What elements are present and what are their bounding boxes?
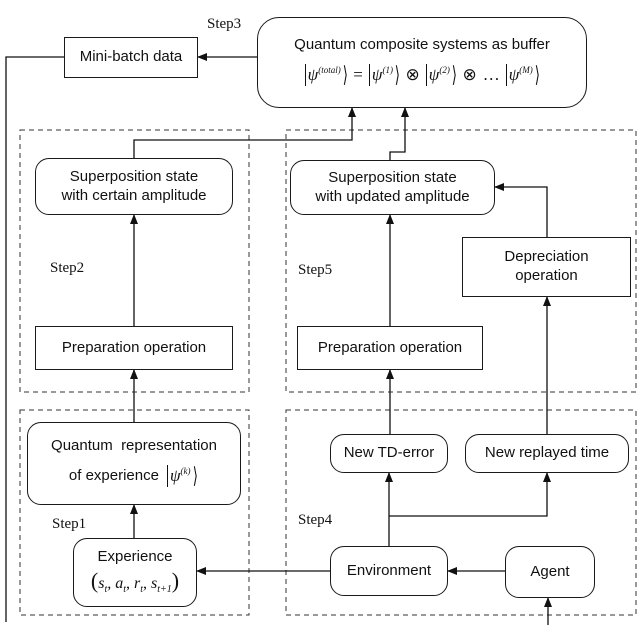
new-td-error-node: New TD-error bbox=[330, 434, 448, 473]
region-step4 bbox=[285, 409, 637, 616]
arrow-updated-to-buffer bbox=[389, 107, 409, 160]
arrow-minibatch-loop bbox=[5, 56, 64, 622]
agent-node: Agent bbox=[505, 546, 595, 598]
new-replayed-time-label: New replayed time bbox=[484, 444, 610, 462]
quantum-representation-node: Quantum representation of experience ψ(k… bbox=[27, 422, 241, 505]
preparation-right-label: Preparation operation bbox=[317, 338, 463, 356]
superposition-certain-line2: with certain amplitude bbox=[61, 186, 207, 204]
quantum-representation-line1: Quantum representation bbox=[51, 437, 217, 455]
preparation-right-node: Preparation operation bbox=[297, 326, 483, 370]
environment-node: Environment bbox=[330, 546, 448, 596]
preparation-left-node: Preparation operation bbox=[35, 326, 233, 370]
experience-tuple: (st, at, rt, st+1) bbox=[90, 568, 180, 596]
quantum-representation-line2: of experience ψ(k)⟩ bbox=[68, 463, 198, 489]
experience-label: Experience bbox=[97, 548, 173, 566]
new-td-error-label: New TD-error bbox=[343, 444, 435, 462]
superposition-updated-line2: with updated amplitude bbox=[315, 187, 470, 205]
region-step5 bbox=[285, 129, 637, 393]
region-step1 bbox=[19, 409, 250, 616]
environment-label: Environment bbox=[346, 561, 432, 579]
depreciation-line1: Depreciation bbox=[504, 248, 589, 266]
agent-label: Agent bbox=[530, 562, 570, 580]
new-replayed-time-node: New replayed time bbox=[465, 434, 629, 473]
arrow-env-to-replayed bbox=[389, 472, 551, 517]
step5-label: Step5 bbox=[298, 262, 333, 278]
buffer-formula: ψ(total)⟩ = ψ(1)⟩ ⊗ ψ(2)⟩ ⊗ … ψ(M)⟩ bbox=[303, 61, 542, 89]
depreciation-line2: operation bbox=[515, 267, 578, 284]
depreciation-node: Depreciation operation bbox=[462, 237, 631, 297]
superposition-certain-node: Superposition state with certain amplitu… bbox=[35, 158, 233, 215]
buffer-node: Quantum composite systems as buffer ψ(to… bbox=[257, 17, 587, 108]
buffer-title: Quantum composite systems as buffer bbox=[294, 36, 550, 54]
arrow-certain-to-buffer bbox=[133, 107, 356, 158]
step1-label: Step1 bbox=[52, 516, 87, 532]
experience-node: Experience (st, at, rt, st+1) bbox=[73, 538, 197, 607]
step4-label: Step4 bbox=[298, 512, 333, 528]
superposition-updated-node: Superposition state with updated amplitu… bbox=[290, 160, 495, 215]
step2-label: Step2 bbox=[50, 260, 85, 276]
arrow-depreciation-to-updated bbox=[494, 183, 548, 237]
superposition-certain-line1: Superposition state bbox=[69, 167, 199, 185]
step3-label: Step3 bbox=[207, 16, 242, 32]
minibatch-node: Mini-batch data bbox=[64, 37, 198, 78]
minibatch-label: Mini-batch data bbox=[79, 48, 183, 66]
superposition-updated-line1: Superposition state bbox=[328, 168, 457, 186]
preparation-left-label: Preparation operation bbox=[61, 338, 207, 356]
